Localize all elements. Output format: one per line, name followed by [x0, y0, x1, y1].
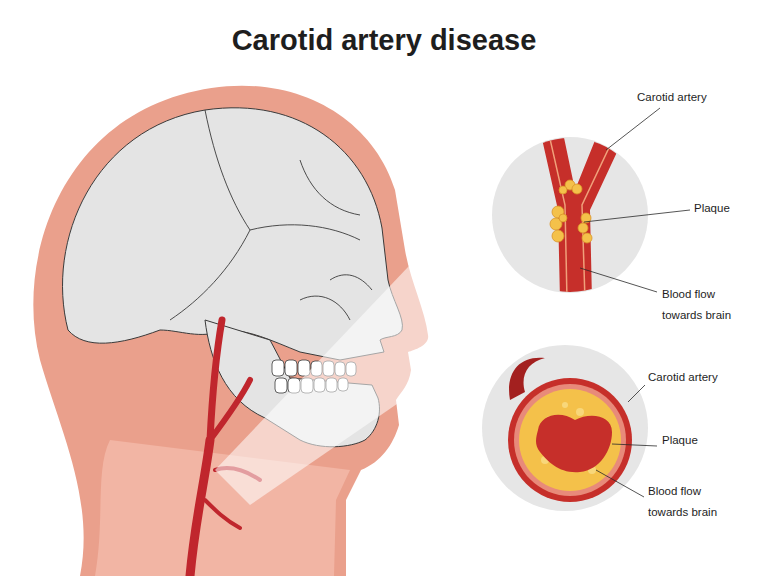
callout-label: Plaque	[694, 198, 764, 219]
diagram-title: Carotid artery disease	[0, 24, 768, 57]
callout-label: Plaque	[662, 430, 732, 451]
magnified-section	[482, 345, 648, 511]
artery-longitudinal	[540, 128, 625, 300]
callout-label: Blood flow towards brain	[662, 284, 750, 326]
callout-label: Blood flow towards brain	[648, 481, 736, 523]
callout-label: Carotid artery	[648, 367, 758, 388]
skull-sutures	[170, 110, 372, 320]
skull	[63, 108, 403, 360]
artery-cross-section	[508, 358, 632, 502]
callout-label: Carotid artery	[637, 87, 747, 108]
